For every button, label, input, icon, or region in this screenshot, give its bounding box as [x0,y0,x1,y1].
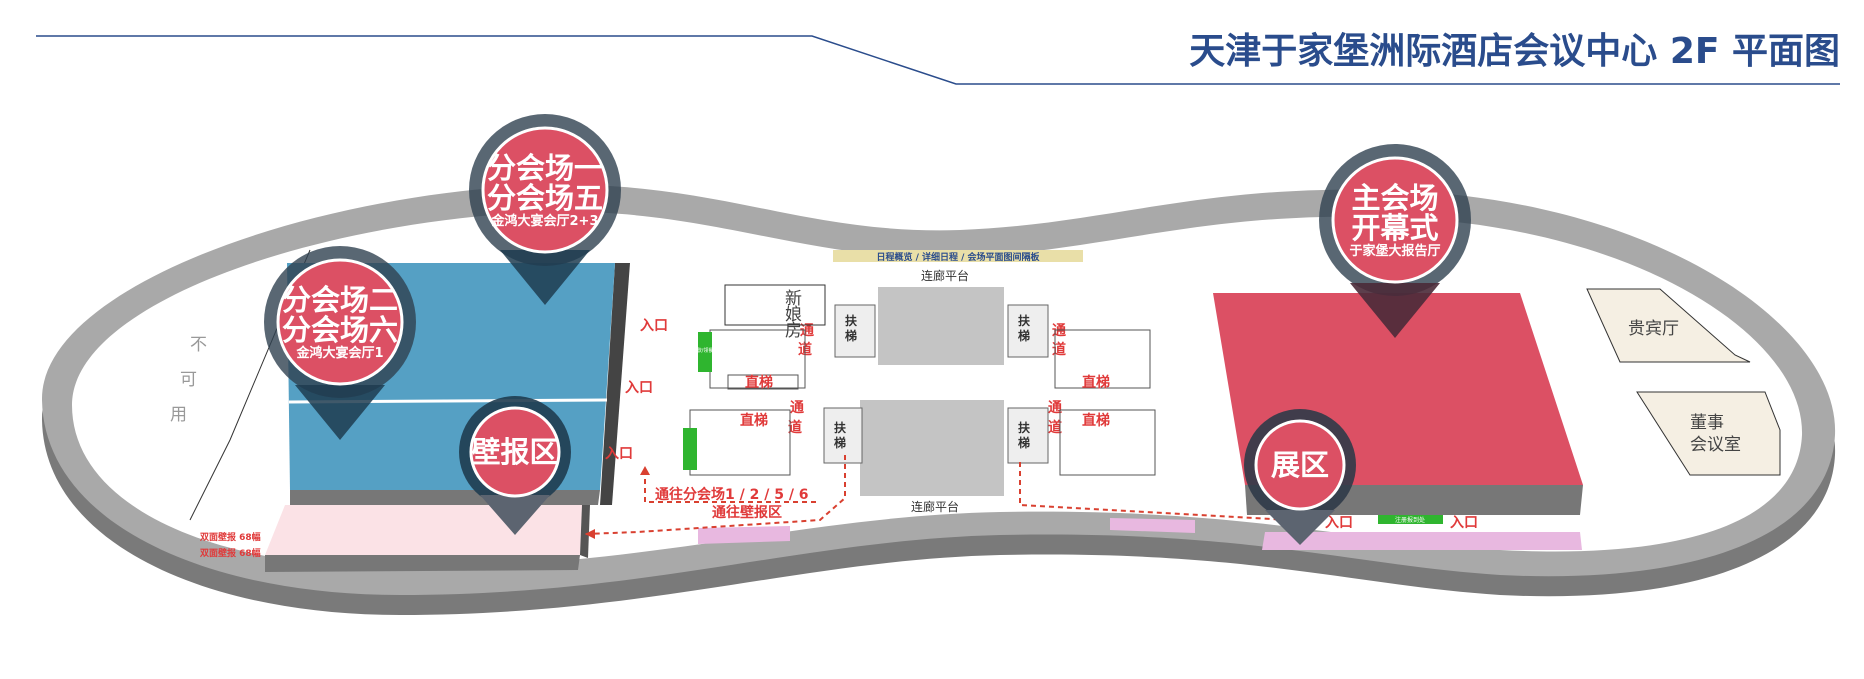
svg-text:日程概览 / 详细日程 / 会场平面图间隔板: 日程概览 / 详细日程 / 会场平面图间隔板 [876,251,1040,263]
svg-text:通: 通 [800,323,814,339]
route-to-breakouts: 通往分会场1 / 2 / 5 / 6 [655,486,809,503]
route-to-poster: 通往壁报区 [712,504,782,521]
svg-text:新: 新 [785,289,802,309]
svg-text:道: 道 [1052,341,1066,358]
svg-text:梯: 梯 [1018,435,1030,450]
svg-text:开幕式: 开幕式 [1351,211,1438,245]
svg-text:娘: 娘 [785,305,802,325]
svg-text:注册报到处: 注册报到处 [1395,516,1425,524]
svg-text:入口: 入口 [640,318,668,334]
bridge-platform [860,400,1004,496]
svg-text:可: 可 [180,370,197,390]
svg-text:通: 通 [1048,400,1062,416]
svg-text:通: 通 [790,400,804,416]
tea-break-area: 茶歇/领餐处 [683,332,718,470]
svg-text:入口: 入口 [625,380,653,396]
svg-text:梯: 梯 [834,435,846,450]
svg-text:入口: 入口 [1325,515,1353,531]
header-divider [36,35,1840,85]
vip-room: 贵宾厅 [1586,288,1751,363]
registration-desk [1378,515,1443,524]
schedule-board [833,250,1083,262]
board-room: 董事 会议室 [1636,391,1781,476]
center-area: 日程概览 / 详细日程 / 会场平面图间隔板 连廊平台 连廊平台 扶 梯 扶 梯… [584,250,1478,544]
poster-note: 双面壁报 68幅 [200,531,261,543]
exhibit-area[interactable] [1262,532,1582,550]
route-arrows: 通往分会场1 / 2 / 5 / 6 通往壁报区 [584,455,1291,539]
escalator: 扶 梯 扶 梯 扶 梯 扶 梯 [823,304,1049,464]
svg-text:分会场五: 分会场五 [487,181,603,215]
svg-text:金鸿大宴会厅2+3: 金鸿大宴会厅2+3 [491,213,599,229]
svg-text:于家堡大报告厅: 于家堡大报告厅 [1349,243,1440,259]
exhibit-booth [698,526,790,544]
svg-text:扶: 扶 [834,420,847,435]
svg-text:用: 用 [170,405,187,425]
svg-text:茶歇/领餐处: 茶歇/领餐处 [692,347,719,354]
svg-text:会议室: 会议室 [1690,435,1741,455]
svg-text:主会场: 主会场 [1351,181,1438,215]
bride-room: 新 娘 房 [724,284,826,341]
svg-text:扶: 扶 [845,313,858,328]
svg-text:分会场六: 分会场六 [282,313,398,347]
svg-text:入口: 入口 [1450,515,1478,531]
svg-text:不: 不 [190,335,207,355]
svg-text:分会场二: 分会场二 [282,283,398,317]
svg-text:扶: 扶 [1018,420,1031,435]
svg-text:分会场一: 分会场一 [487,151,603,185]
page-title: 天津于家堡洲际酒店会议中心 2F 平面图 [1189,31,1840,72]
svg-text:贵宾厅: 贵宾厅 [1628,319,1679,339]
svg-text:房: 房 [785,321,802,341]
entrance-label: 入口 入口 入口 入口 入口 [605,318,1478,531]
svg-text:直梯: 直梯 [1082,374,1110,391]
bridge-platform [878,287,1004,365]
svg-text:梯: 梯 [845,328,857,343]
pin-breakout-1-5[interactable]: 分会场一 分会场五 金鸿大宴会厅2+3 [469,114,621,305]
svg-text:展区: 展区 [1271,448,1329,482]
svg-text:连廊平台: 连廊平台 [911,499,959,514]
svg-text:入口: 入口 [605,446,633,462]
svg-text:梯: 梯 [1018,328,1030,343]
svg-text:连廊平台: 连廊平台 [921,268,969,283]
svg-text:直梯: 直梯 [740,412,768,429]
elevator-lobby: 直梯 直梯 直梯 直梯 [689,329,1156,476]
pin-poster-area[interactable]: 壁报区 [459,396,571,535]
svg-text:直梯: 直梯 [1082,412,1110,429]
pin-exhibit-area[interactable]: 展区 [1244,409,1356,545]
pin-main-hall[interactable]: 主会场 开幕式 于家堡大报告厅 [1319,144,1471,338]
svg-text:道: 道 [788,419,802,436]
svg-text:董事: 董事 [1690,413,1724,433]
svg-text:通: 通 [1052,323,1066,339]
svg-text:道: 道 [1048,419,1062,436]
svg-text:直梯: 直梯 [745,374,773,391]
poster-note: 双面壁报 68幅 [200,547,261,559]
exhibit-booth [1110,518,1195,533]
svg-text:扶: 扶 [1018,313,1031,328]
svg-text:金鸿大宴会厅1: 金鸿大宴会厅1 [295,345,383,361]
svg-text:壁报区: 壁报区 [471,435,558,469]
pin-breakout-2-6[interactable]: 分会场二 分会场六 金鸿大宴会厅1 [264,246,416,440]
